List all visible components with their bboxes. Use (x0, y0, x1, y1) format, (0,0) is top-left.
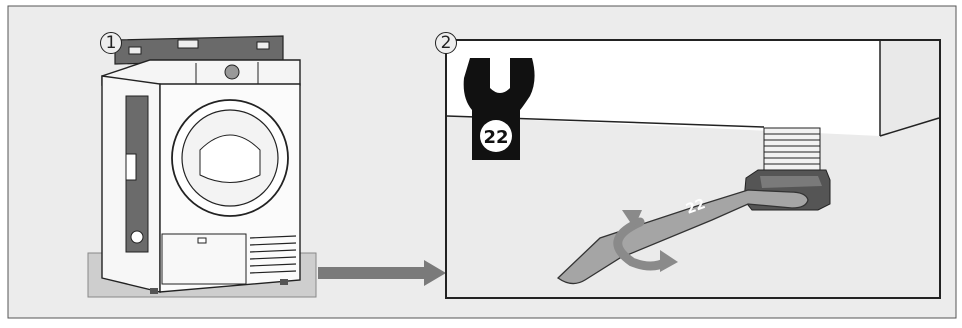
step-1-label: 1 (100, 32, 122, 54)
rotate-arrow-head-top (622, 210, 642, 228)
wrench-icon: 22 (463, 58, 535, 160)
spanner-marking: 22 (684, 196, 708, 218)
rotate-arrow (613, 217, 671, 271)
next-step-arrow (318, 260, 446, 286)
dryer-illustration (87, 35, 317, 298)
spirit-level (114, 35, 284, 65)
flat-spanner: 22 (556, 189, 809, 285)
wrench-size: 22 (483, 127, 508, 148)
appliance-underside (446, 41, 940, 137)
rotate-arrow-head-bottom (660, 250, 678, 272)
step-2-label: 2 (435, 32, 457, 54)
